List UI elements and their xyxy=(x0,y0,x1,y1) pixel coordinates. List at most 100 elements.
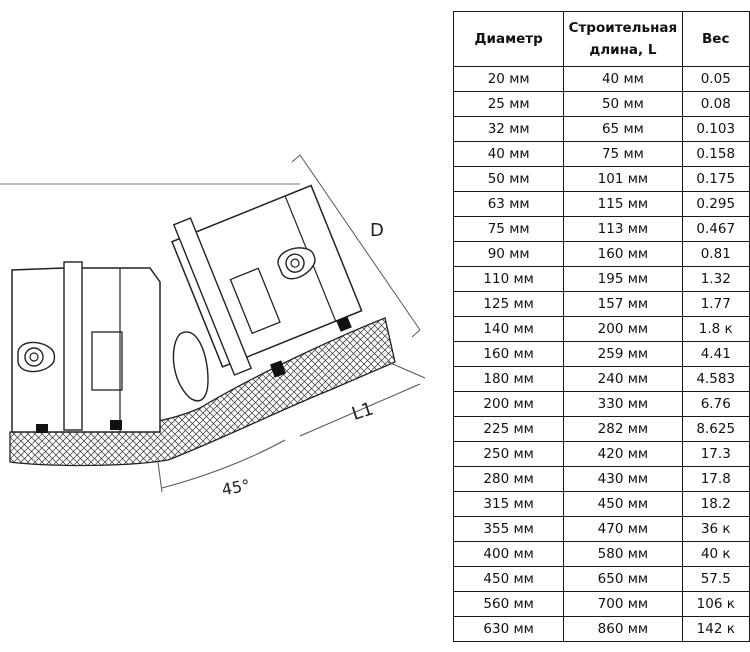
cell-weight: 1.77 xyxy=(681,291,750,317)
cell-diameter: 250 мм xyxy=(452,441,565,467)
oval-opening xyxy=(172,331,209,402)
cell-weight: 4.41 xyxy=(681,341,750,367)
cell-length: 330 мм xyxy=(563,391,683,417)
cell-length: 75 мм xyxy=(563,141,683,167)
cell-diameter: 160 мм xyxy=(452,341,565,367)
cell-diameter: 355 мм xyxy=(452,516,565,542)
cell-weight: 0.81 xyxy=(681,241,750,267)
cell-length: 101 мм xyxy=(563,166,683,192)
cell-length: 430 мм xyxy=(563,466,683,492)
cell-length: 259 мм xyxy=(563,341,683,367)
cell-diameter: 90 мм xyxy=(452,241,565,267)
cell-diameter: 560 мм xyxy=(452,591,565,617)
cell-weight: 0.08 xyxy=(681,91,750,117)
cell-length: 700 мм xyxy=(563,591,683,617)
cell-length: 650 мм xyxy=(563,566,683,592)
cell-weight: 0.175 xyxy=(681,166,750,192)
elbow-technical-drawing: D L1 45° xyxy=(0,154,426,500)
cell-diameter: 110 мм xyxy=(452,266,565,292)
cell-length: 50 мм xyxy=(563,91,683,117)
header-length: Строительная длина, L xyxy=(563,11,683,67)
cell-diameter: 140 мм xyxy=(452,316,565,342)
cell-diameter: 25 мм xyxy=(452,91,565,117)
label-D: D xyxy=(370,220,384,241)
cell-diameter: 200 мм xyxy=(452,391,565,417)
header-weight: Вес xyxy=(681,11,750,67)
cell-length: 65 мм xyxy=(563,116,683,142)
cell-length: 115 мм xyxy=(563,191,683,217)
cell-weight: 18.2 xyxy=(681,491,750,517)
cell-diameter: 315 мм xyxy=(452,491,565,517)
cell-weight: 4.583 xyxy=(681,366,750,392)
cell-diameter: 400 мм xyxy=(452,541,565,567)
cell-diameter: 125 мм xyxy=(452,291,565,317)
cell-weight: 1.32 xyxy=(681,266,750,292)
cell-weight: 40 к xyxy=(681,541,750,567)
cell-length: 240 мм xyxy=(563,366,683,392)
label-angle: 45° xyxy=(220,476,251,500)
table-header-row: Диаметр Строительная длина, L Вес xyxy=(452,11,750,67)
terminal-left-icon xyxy=(17,341,56,373)
cell-diameter: 20 мм xyxy=(452,66,565,92)
cell-weight: 0.467 xyxy=(681,216,750,242)
cell-length: 470 мм xyxy=(563,516,683,542)
cell-diameter: 280 мм xyxy=(452,466,565,492)
cell-length: 450 мм xyxy=(563,491,683,517)
cell-length: 860 мм xyxy=(563,616,683,642)
cell-diameter: 630 мм xyxy=(452,616,565,642)
cell-weight: 6.76 xyxy=(681,391,750,417)
cell-weight: 36 к xyxy=(681,516,750,542)
cell-diameter: 450 мм xyxy=(452,566,565,592)
cell-diameter: 32 мм xyxy=(452,116,565,142)
cell-weight: 1.8 к xyxy=(681,316,750,342)
cell-length: 157 мм xyxy=(563,291,683,317)
cell-weight: 57.5 xyxy=(681,566,750,592)
cell-weight: 0.158 xyxy=(681,141,750,167)
terminal-right-icon xyxy=(277,247,316,280)
cell-weight: 8.625 xyxy=(681,416,750,442)
header-diameter: Диаметр xyxy=(452,11,565,67)
cell-weight: 0.05 xyxy=(681,66,750,92)
cell-length: 195 мм xyxy=(563,266,683,292)
cell-weight: 142 к xyxy=(681,616,750,642)
cell-length: 113 мм xyxy=(563,216,683,242)
cell-length: 420 мм xyxy=(563,441,683,467)
cell-diameter: 180 мм xyxy=(452,366,565,392)
cell-diameter: 50 мм xyxy=(452,166,565,192)
cell-length: 282 мм xyxy=(563,416,683,442)
label-L1: L1 xyxy=(349,398,376,425)
cell-weight: 0.103 xyxy=(681,116,750,142)
cell-weight: 17.8 xyxy=(681,466,750,492)
cell-weight: 0.295 xyxy=(681,191,750,217)
cell-length: 40 мм xyxy=(563,66,683,92)
cell-diameter: 225 мм xyxy=(452,416,565,442)
cell-weight: 17.3 xyxy=(681,441,750,467)
cell-length: 580 мм xyxy=(563,541,683,567)
cell-length: 200 мм xyxy=(563,316,683,342)
cell-diameter: 75 мм xyxy=(452,216,565,242)
